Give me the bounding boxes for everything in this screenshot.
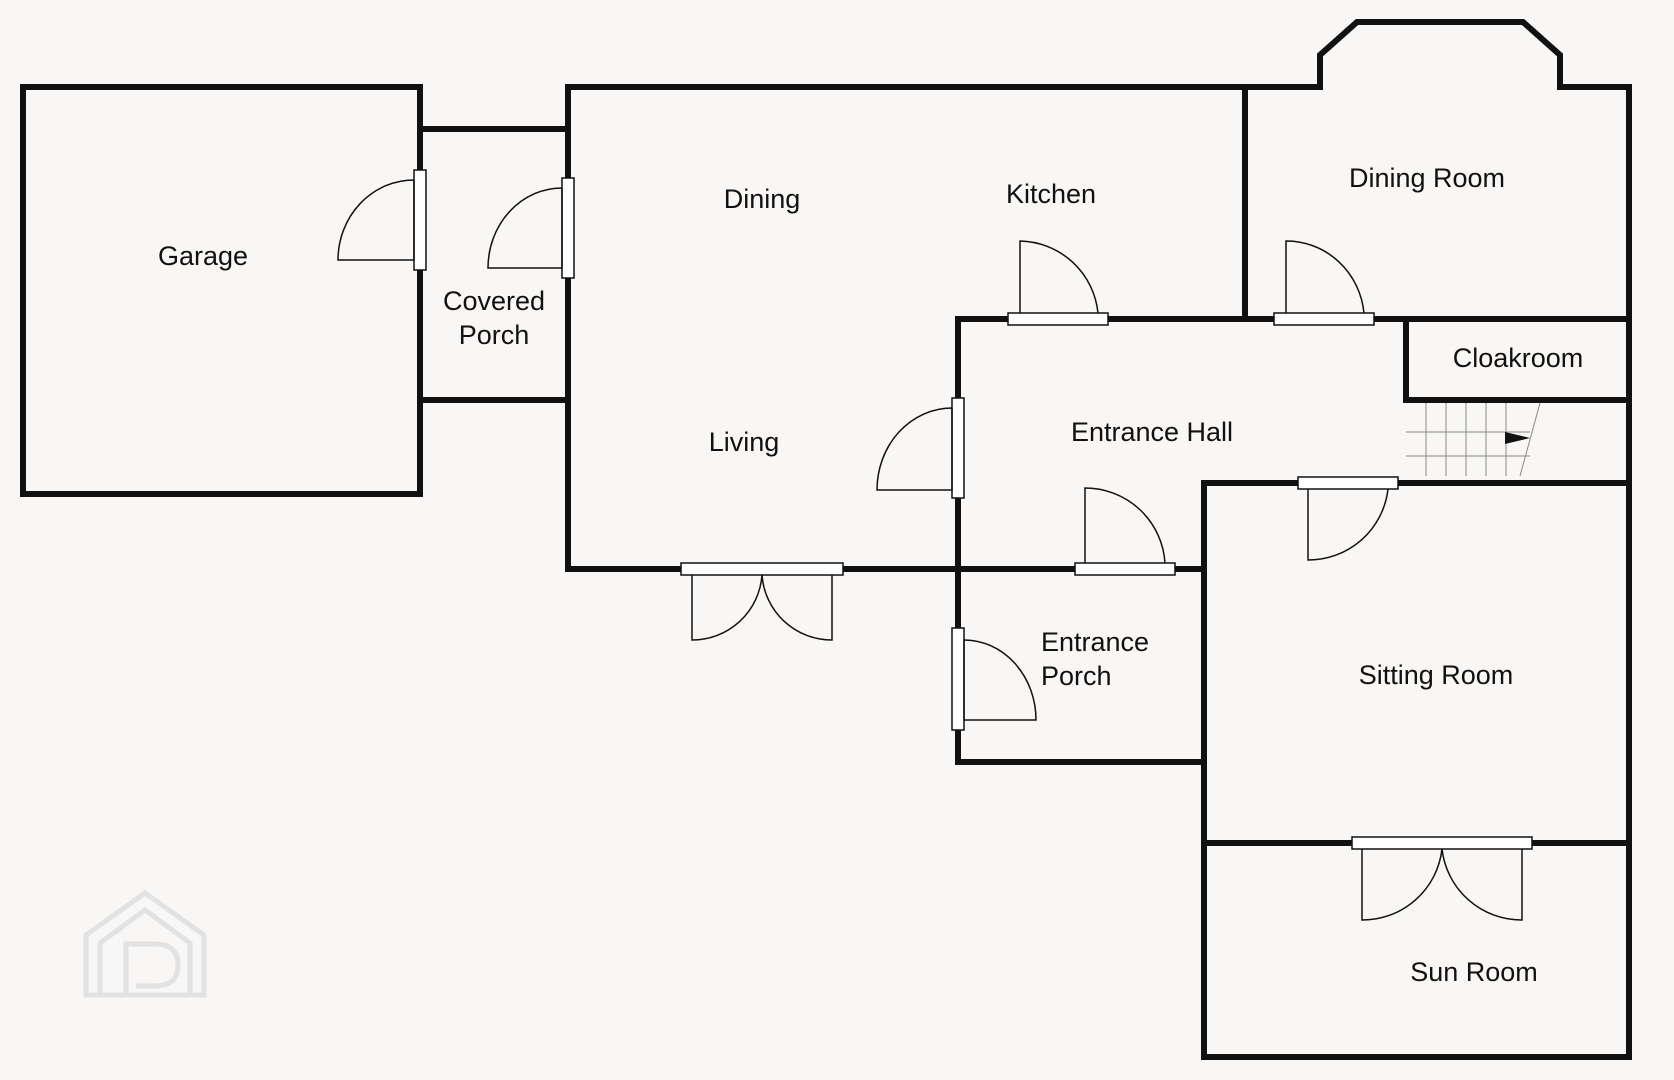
garage-walls xyxy=(20,84,423,497)
door-sun-room-double xyxy=(1351,836,1533,921)
room-label-cloakroom: Cloakroom xyxy=(1453,343,1584,373)
room-label-dining: Dining xyxy=(724,184,801,214)
door-living xyxy=(876,397,965,499)
door-sitting-room xyxy=(1297,476,1399,561)
room-label-sitting-room: Sitting Room xyxy=(1359,660,1514,690)
staircase xyxy=(1406,402,1541,477)
covered-porch-walls xyxy=(417,126,571,403)
entrance-hall-walls xyxy=(955,316,1632,765)
room-label-sun-room: Sun Room xyxy=(1410,957,1538,987)
door-entrance-porch xyxy=(951,627,1037,731)
room-label-kitchen: Kitchen xyxy=(1006,179,1096,209)
room-label-covered-porch-line2: Porch xyxy=(459,320,530,350)
dining-room-walls xyxy=(1242,19,1632,1060)
stairs-arrow-icon xyxy=(1505,432,1530,444)
property-logo-icon xyxy=(83,889,207,998)
door-garage xyxy=(337,169,427,271)
door-entrance-hall xyxy=(1074,487,1176,576)
room-label-entrance-hall: Entrance Hall xyxy=(1071,417,1233,447)
door-living-double xyxy=(680,562,844,641)
room-label-covered-porch-line1: Covered xyxy=(443,286,545,316)
door-dining-room xyxy=(1273,240,1375,326)
room-label-entrance-porch-line2: Porch xyxy=(1041,661,1112,691)
door-kitchen xyxy=(1007,240,1109,326)
main-block-walls xyxy=(565,84,1248,572)
room-label-entrance-porch-line1: Entrance xyxy=(1041,627,1149,657)
door-covered-porch xyxy=(487,177,575,279)
room-label-dining-room: Dining Room xyxy=(1349,163,1505,193)
room-label-living: Living xyxy=(709,427,780,457)
room-label-garage: Garage xyxy=(158,241,248,271)
